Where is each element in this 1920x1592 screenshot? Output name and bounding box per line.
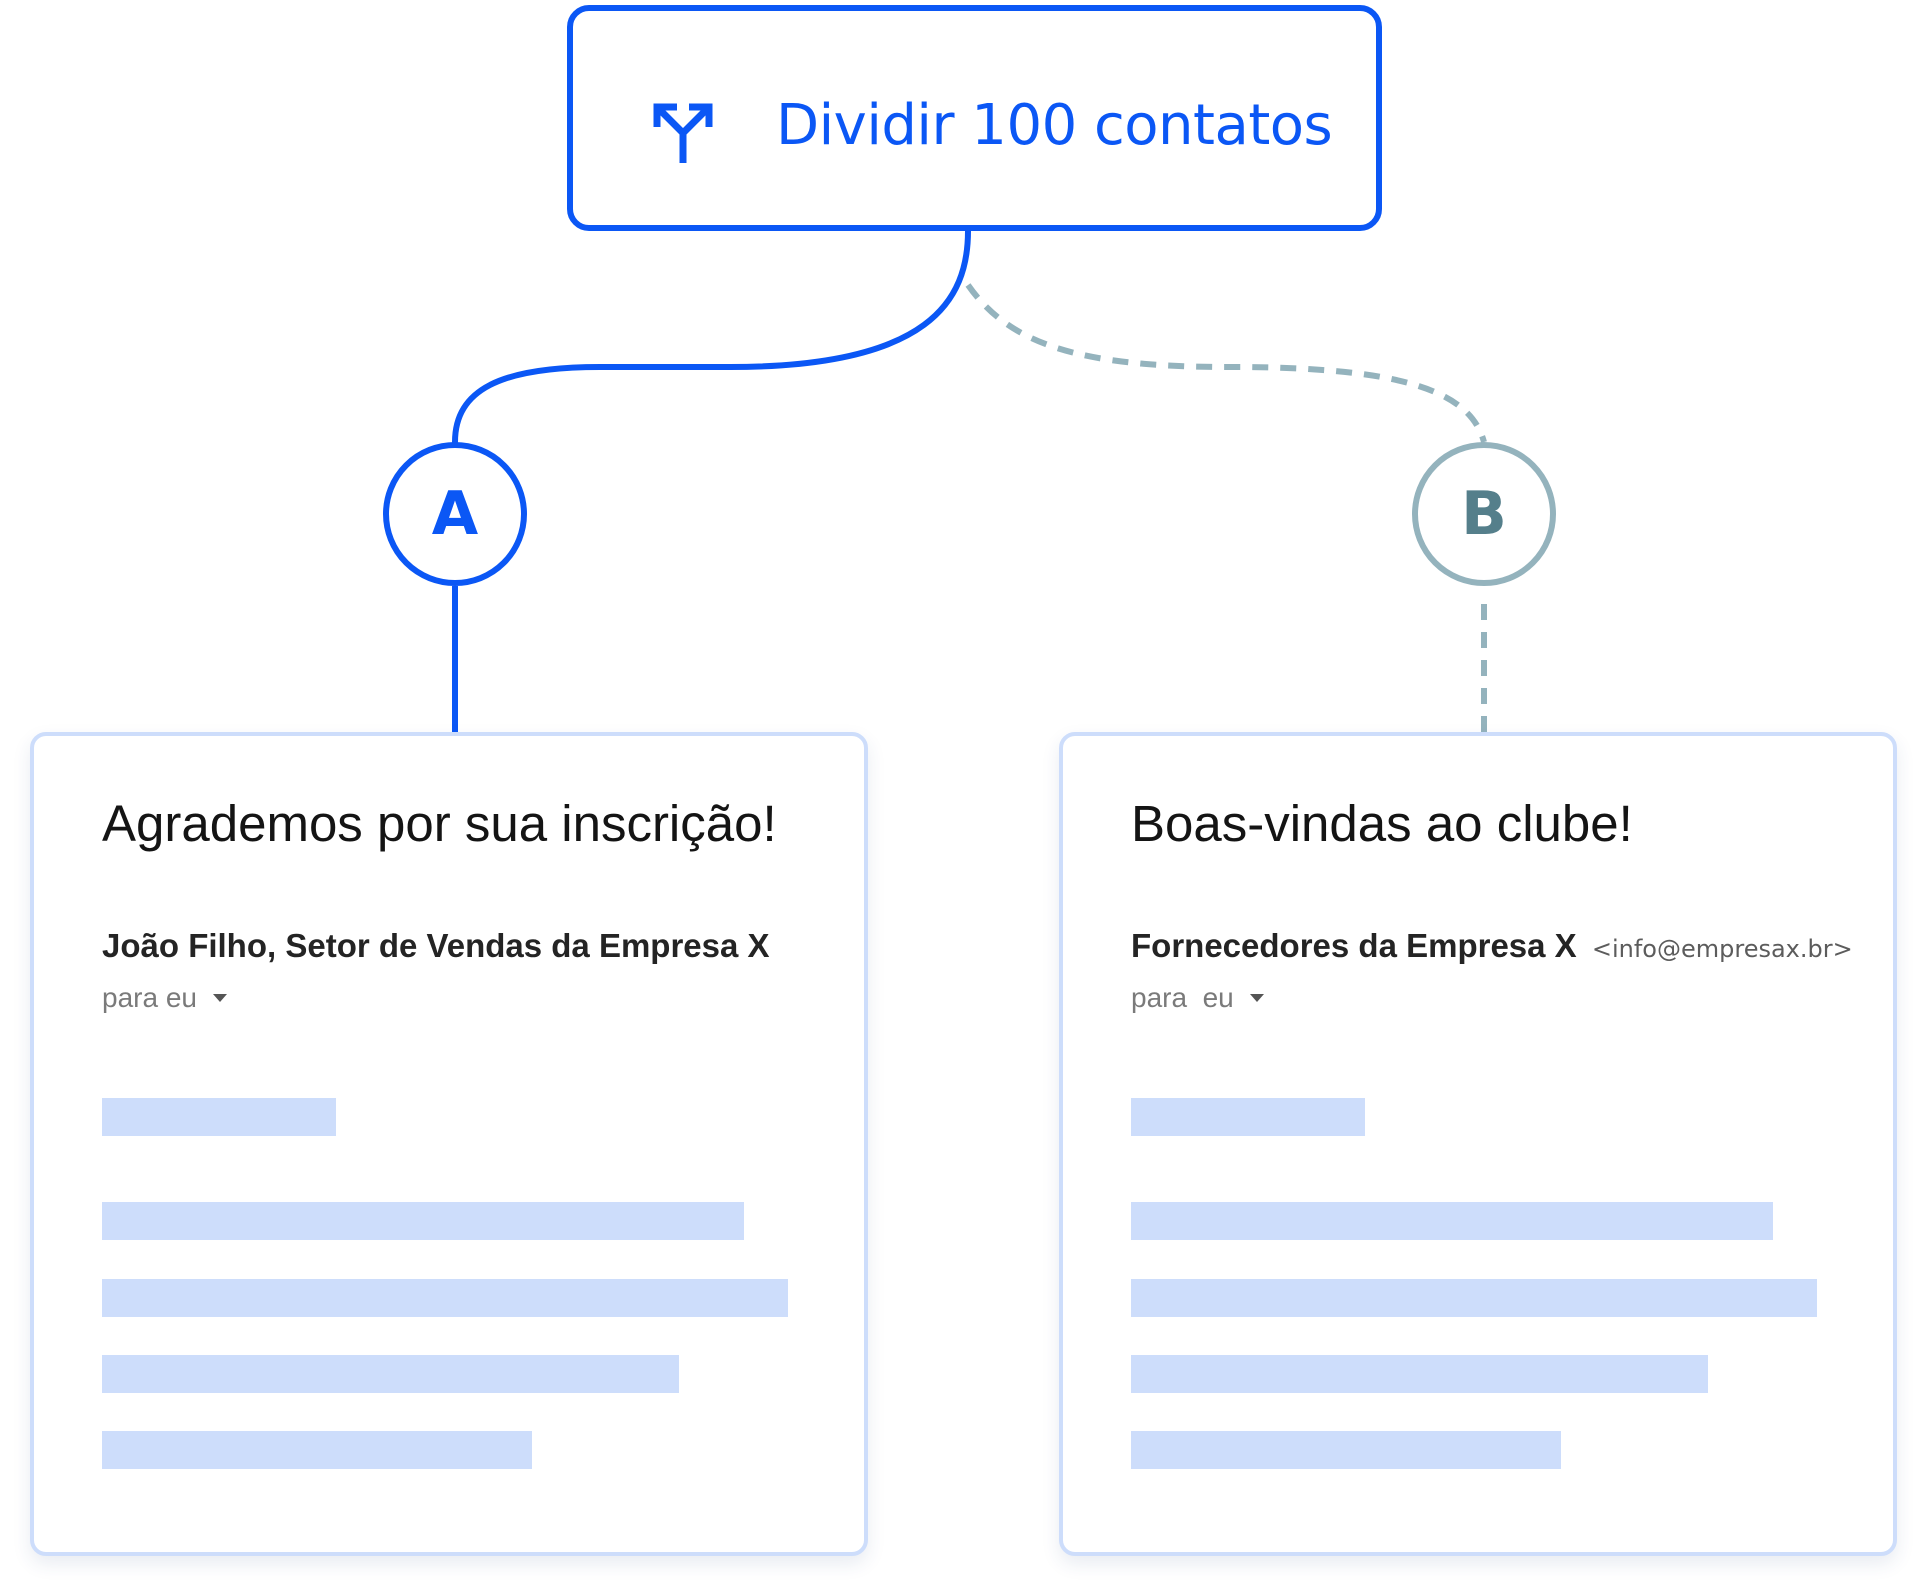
split-label: Dividir 100 contatos: [776, 93, 1333, 158]
split-node[interactable]: Dividir 100 contatos: [567, 5, 1382, 231]
split-arrows-icon: [653, 103, 713, 163]
sender-email: <info@empresax.br>: [1591, 935, 1853, 963]
placeholder-line: [102, 1431, 532, 1469]
placeholder-line: [102, 1202, 744, 1240]
email-subject: Agrademos por sua inscrição!: [102, 795, 777, 852]
placeholder-line: [1131, 1355, 1708, 1393]
recipient-label: para eu: [1131, 982, 1234, 1013]
placeholder-line: [1131, 1098, 1365, 1136]
placeholder-line: [102, 1355, 679, 1393]
recipient-label: para eu: [102, 982, 197, 1013]
placeholder-line: [1131, 1202, 1773, 1240]
email-recipient[interactable]: para eu: [1131, 981, 1264, 1015]
caret-down-icon[interactable]: [1249, 993, 1264, 1002]
email-card-b[interactable]: Boas-vindas ao clube! Fornecedores da Em…: [1059, 732, 1897, 1556]
placeholder-line: [1131, 1279, 1817, 1317]
email-sender: João Filho, Setor de Vendas da Empresa X: [102, 926, 770, 966]
placeholder-line: [102, 1279, 788, 1317]
sender-name: João Filho, Setor de Vendas da Empresa X: [102, 927, 770, 964]
placeholder-line: [1131, 1431, 1561, 1469]
email-card-a[interactable]: Agrademos por sua inscrição! João Filho,…: [30, 732, 868, 1556]
placeholder-line: [102, 1098, 336, 1136]
variant-a-badge[interactable]: A: [383, 442, 527, 586]
email-sender: Fornecedores da Empresa X <info@empresax…: [1131, 926, 1853, 969]
connector-b-path: [965, 283, 1487, 443]
email-subject: Boas-vindas ao clube!: [1131, 795, 1633, 852]
connector-a-path: [452, 228, 971, 445]
sender-name: Fornecedores da Empresa X: [1131, 927, 1577, 964]
email-recipient[interactable]: para eu: [102, 981, 227, 1015]
caret-down-icon[interactable]: [212, 993, 227, 1002]
variant-b-badge[interactable]: B: [1412, 442, 1556, 586]
